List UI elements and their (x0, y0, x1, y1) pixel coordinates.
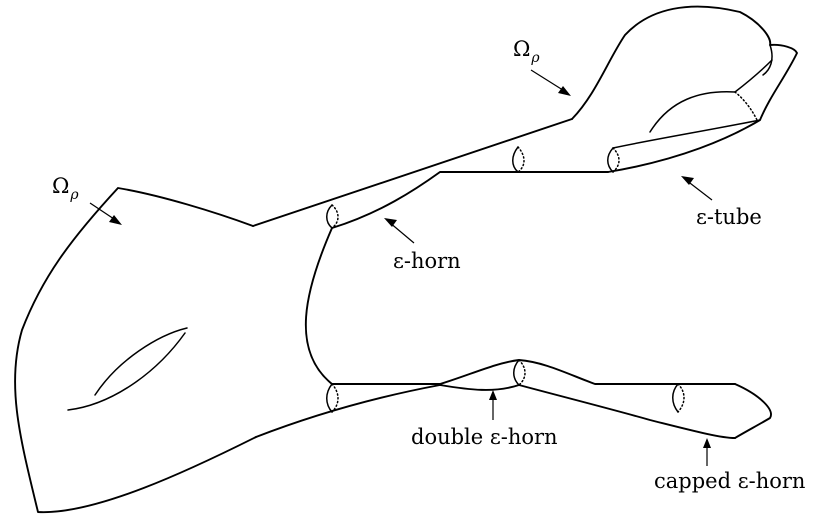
tube-fold (613, 120, 760, 148)
arrow-epsilon-tube (681, 176, 712, 200)
label-capped-epsilon-horn: capped ε-horn (654, 469, 805, 493)
label-epsilon-horn: ε-horn (393, 249, 461, 273)
section-2-solid (513, 147, 518, 172)
label-double-epsilon-horn: double ε-horn (411, 425, 558, 449)
section-1-solid (327, 205, 332, 228)
arrow-epsilon-horn (384, 218, 414, 243)
top-right-region-outline (572, 7, 797, 172)
tube-handle-tip (735, 92, 757, 120)
label-omega-left: Ωρ (52, 174, 79, 203)
arrow-omega-top (531, 70, 571, 96)
neck-bottom-edge (332, 172, 608, 228)
bulb-lip (763, 45, 772, 75)
section-3-solid (608, 148, 613, 172)
tube-handle-inner (650, 92, 735, 132)
section-4-dotted (332, 384, 338, 412)
section-3-dotted (613, 148, 619, 172)
arrow-double-horn (489, 390, 497, 420)
capped-end (735, 384, 771, 438)
connector-curve (306, 228, 332, 384)
label-epsilon-tube: ε-tube (696, 205, 762, 229)
section-1-dotted (332, 205, 338, 228)
tube-handle-outer (735, 60, 772, 92)
lower-neck-top (332, 360, 735, 384)
left-handle-upper (95, 328, 187, 395)
section-6-dotted (678, 384, 684, 412)
left-handle-lower (68, 333, 185, 410)
section-4-solid (327, 384, 332, 412)
label-omega-top: Ωρ (513, 37, 540, 66)
section-2-dotted (518, 147, 524, 172)
arrow-capped-horn (703, 438, 711, 466)
section-6-solid (673, 384, 678, 412)
left-region-outline (15, 188, 256, 512)
section-5-dotted (519, 360, 525, 385)
section-5-solid (514, 360, 519, 385)
